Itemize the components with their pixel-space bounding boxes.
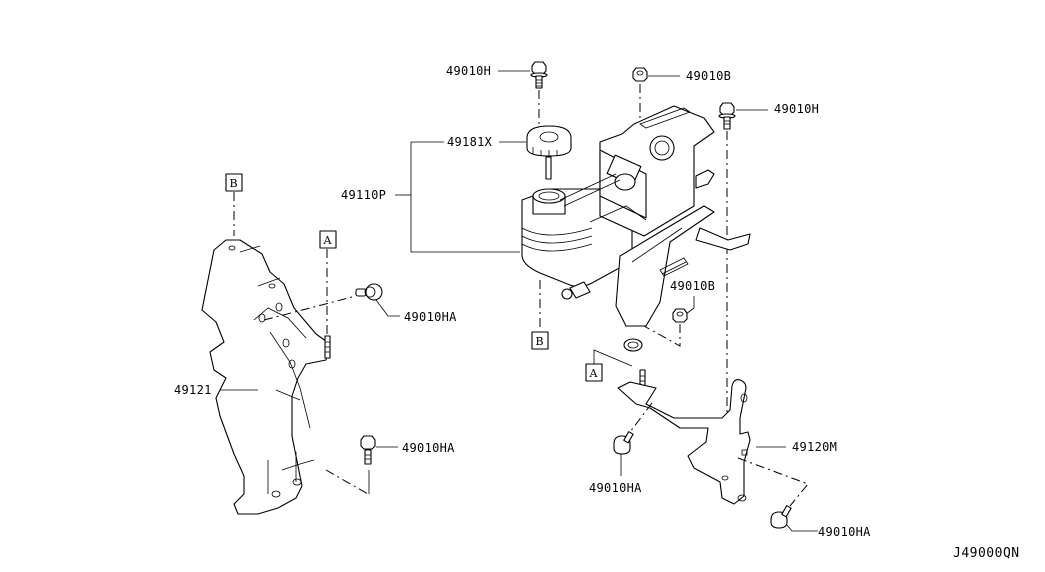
part-label[interactable]: 49120M <box>792 440 837 454</box>
bolt-icon <box>530 61 548 89</box>
bolt-icon <box>770 505 792 529</box>
bolt-icon <box>718 102 736 130</box>
part-callout-49010ha-left-lower[interactable]: 49010HA <box>402 441 455 455</box>
part-callout-49010b-top[interactable]: 49010B <box>686 69 731 83</box>
reference-marker-a: A <box>585 363 603 382</box>
svg-text:B: B <box>230 177 238 190</box>
part-callout-49110p[interactable]: 49110P <box>341 188 386 202</box>
part-label[interactable]: 49010H <box>446 64 491 78</box>
right-bracket-illustration <box>617 369 751 505</box>
part-label[interactable]: 49181X <box>447 135 493 149</box>
part-label[interactable]: 49010B <box>686 69 731 83</box>
part-callout-49010ha-left-upper[interactable]: 49010HA <box>404 310 457 324</box>
pump-assembly-illustration <box>521 105 751 352</box>
left-bracket-illustration <box>201 239 331 515</box>
part-callout-49010h-right[interactable]: 49010H <box>774 102 819 116</box>
part-callout-49010h-top[interactable]: 49010H <box>446 64 530 78</box>
part-label[interactable]: 49010H <box>774 102 819 116</box>
part-callout-49121[interactable]: 49121 <box>174 383 212 397</box>
nut-icon <box>632 67 648 82</box>
bolt-icon <box>613 431 634 455</box>
part-callout-49181x[interactable]: 49181X <box>447 135 493 149</box>
svg-text:A: A <box>589 367 599 380</box>
part-callout-49010b-right[interactable]: 49010B <box>670 279 715 293</box>
reference-marker-b: B <box>531 331 549 350</box>
part-callout-49120m[interactable]: 49120M <box>792 440 837 454</box>
part-label[interactable]: 49010HA <box>589 481 642 495</box>
diagram-code: J49000QN <box>953 546 1020 561</box>
svg-text:J49000QN: J49000QN <box>953 546 1020 561</box>
reference-marker-b: B <box>225 173 243 192</box>
reservoir-cap-icon <box>526 125 572 180</box>
part-label[interactable]: 49010HA <box>818 525 871 539</box>
svg-text:B: B <box>536 335 544 348</box>
bolt-icon <box>360 435 376 465</box>
nut-icon <box>672 308 688 323</box>
svg-text:A: A <box>323 234 333 247</box>
part-label[interactable]: 49010B <box>670 279 715 293</box>
part-label[interactable]: 49010HA <box>404 310 457 324</box>
part-callout-49010ha-bottom-center[interactable]: 49010HA <box>589 481 642 495</box>
part-label[interactable]: 49010HA <box>402 441 455 455</box>
part-callout-49010ha-bottom-right[interactable]: 49010HA <box>818 525 871 539</box>
part-label[interactable]: 49121 <box>174 383 212 397</box>
reference-marker-a: A <box>319 230 337 249</box>
bolt-icon <box>355 283 383 301</box>
part-label[interactable]: 49110P <box>341 188 386 202</box>
